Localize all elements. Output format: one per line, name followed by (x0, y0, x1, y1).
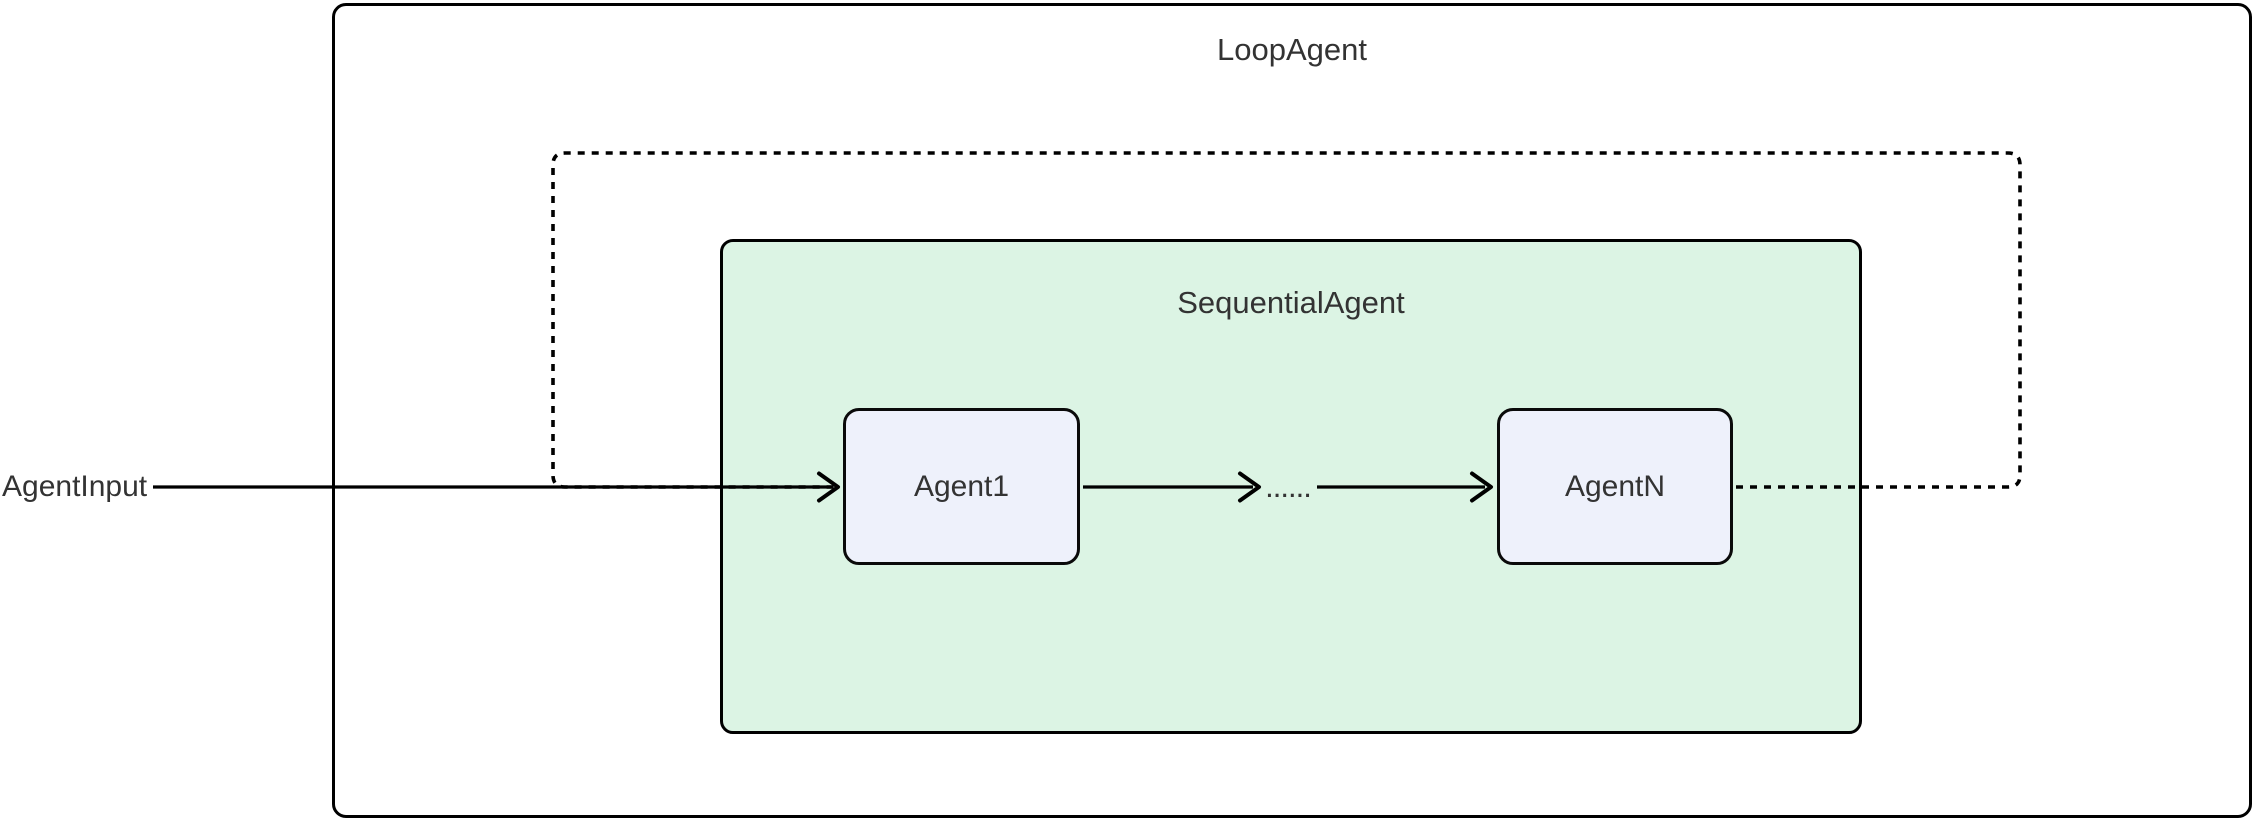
loop-agent-group-label: LoopAgent (1217, 32, 1367, 67)
edge-ellipsis-label: ...... (1265, 469, 1312, 504)
agent1-node-label: Agent1 (913, 469, 1010, 503)
agent1-node: Agent1 (843, 408, 1080, 565)
sequential-agent-group-label: SequentialAgent (1177, 285, 1405, 320)
loop-agent-group-box (332, 3, 2252, 818)
agentn-node-label: AgentN (1564, 469, 1666, 503)
agent-input-label: AgentInput (2, 470, 148, 503)
agentn-node: AgentN (1497, 408, 1733, 565)
